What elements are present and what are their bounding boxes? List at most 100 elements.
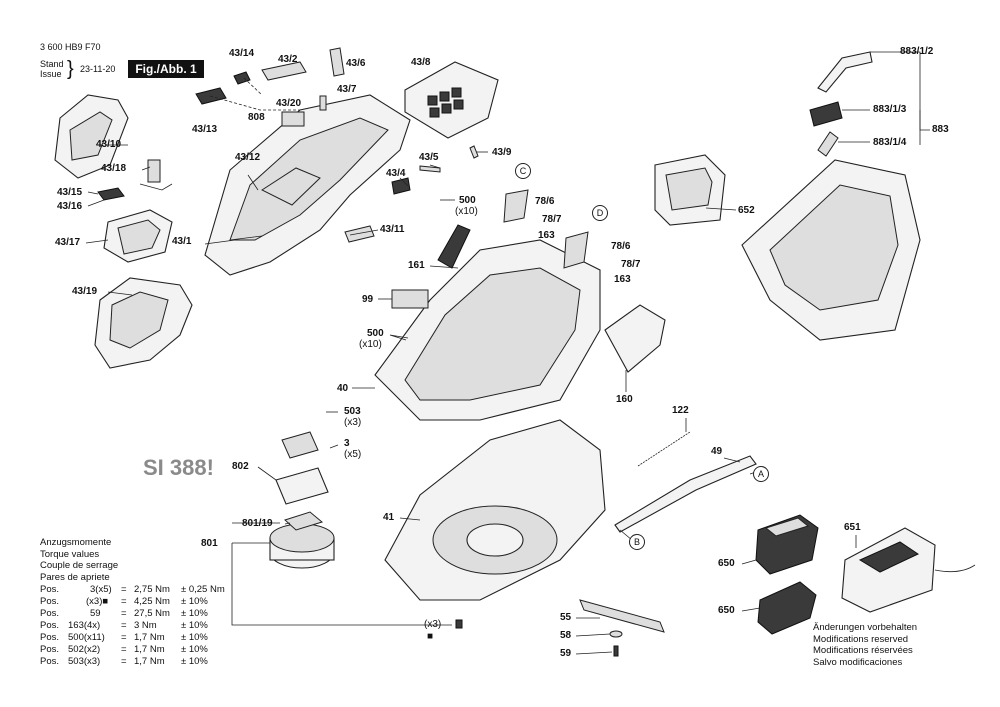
- part-43-6: [329, 47, 345, 77]
- part-55: [579, 599, 665, 633]
- part-651: [841, 527, 976, 613]
- label-99: 99: [362, 294, 374, 305]
- label-43-9: 43/9: [492, 147, 512, 158]
- part-161: [437, 224, 471, 269]
- label-163-c: 163: [538, 230, 555, 241]
- doc-number: 3 600 HB9 F70: [40, 42, 101, 52]
- label-43-13: 43/13: [192, 124, 218, 135]
- note-fr: Modifications réservées: [813, 645, 913, 656]
- label-43-11: 43/11: [380, 224, 405, 235]
- callout-b: B: [629, 534, 645, 550]
- part-883-1-4: [817, 131, 839, 157]
- label-43-1: 43/1: [172, 236, 192, 247]
- part-43-8: [404, 61, 499, 139]
- label-43-5: 43/5: [419, 152, 439, 163]
- issue-label: Issue: [40, 69, 62, 79]
- label-55: 55: [560, 612, 572, 623]
- part-screw-marker: [455, 619, 463, 629]
- label-x5: (x5): [344, 449, 362, 460]
- label-43-6: 43/6: [346, 58, 366, 69]
- callout-a: A: [753, 466, 769, 482]
- torque-heading-es: Pares de apriete: [40, 571, 110, 583]
- label-43-7: 43/7: [337, 84, 357, 95]
- label-49: 49: [711, 446, 723, 457]
- label-808: 808: [248, 112, 265, 123]
- label-x3-b: (x3): [424, 619, 442, 630]
- part-883-1-2: [817, 51, 873, 93]
- part-808: [281, 111, 305, 127]
- label-78-7-d: 78/7: [621, 259, 641, 270]
- label-58: 58: [560, 630, 572, 641]
- label-43-18: 43/18: [101, 163, 127, 174]
- part-49: [614, 455, 757, 533]
- part-43-5: [419, 165, 441, 173]
- label-43-2: 43/2: [278, 54, 298, 65]
- label-square-marker: ■: [427, 631, 434, 642]
- part-40: [374, 239, 601, 421]
- note-es: Salvo modificaciones: [813, 656, 903, 668]
- label-43-17: 43/17: [55, 237, 81, 248]
- brace-glyph: }: [67, 58, 74, 80]
- part-122: [637, 431, 691, 467]
- part-160: [604, 304, 666, 373]
- label-161: 161: [408, 260, 425, 271]
- part-43-14: [233, 71, 251, 85]
- part-78-6-c: [503, 189, 529, 223]
- si-stamp: SI 388!: [143, 455, 214, 480]
- part-883: [741, 159, 921, 341]
- torque-heading-en: Torque values: [40, 548, 100, 560]
- label-652: 652: [738, 205, 755, 216]
- callout-c: C: [515, 163, 531, 179]
- part-43-15: [97, 187, 125, 201]
- part-801-19: [284, 511, 324, 531]
- label-43-8: 43/8: [411, 57, 431, 68]
- issue-date: 23-11-20: [80, 64, 116, 74]
- label-883-1-4: 883/1/4: [873, 137, 907, 148]
- label-43-12: 43/12: [235, 152, 261, 163]
- label-40: 40: [337, 383, 349, 394]
- label-x10-a: (x10): [455, 206, 478, 217]
- label-x3-a: (x3): [344, 417, 362, 428]
- part-652: [654, 154, 726, 226]
- label-651: 651: [844, 522, 861, 533]
- note-de: Änderungen vorbehalten: [813, 622, 918, 633]
- label-43-20: 43/20: [276, 98, 302, 109]
- part-43-4: [391, 177, 411, 195]
- stand-label: Stand: [40, 59, 64, 69]
- part-43-1: [204, 94, 411, 276]
- part-801: [269, 523, 335, 569]
- label-3: 3: [344, 438, 350, 449]
- part-650-a: [755, 514, 819, 575]
- label-650-b: 650: [718, 605, 735, 616]
- part-802: [275, 431, 329, 505]
- label-500-a: 500: [459, 195, 476, 206]
- label-160: 160: [616, 394, 633, 405]
- part-43-20: [319, 95, 327, 111]
- label-43-16: 43/16: [57, 201, 83, 212]
- label-43-19: 43/19: [72, 286, 98, 297]
- label-883: 883: [932, 124, 949, 135]
- label-802: 802: [232, 461, 249, 472]
- part-43-19: [94, 277, 193, 369]
- part-883-1-3: [809, 101, 843, 127]
- part-99: [391, 289, 429, 309]
- label-500-b: 500: [367, 328, 384, 339]
- part-43-18: [139, 159, 173, 191]
- label-41: 41: [383, 512, 395, 523]
- label-883-1-2: 883/1/2: [900, 46, 934, 57]
- part-78-6-d: [563, 231, 589, 269]
- label-78-7-c: 78/7: [542, 214, 562, 225]
- label-78-6-c: 78/6: [535, 196, 555, 207]
- part-43-10: [54, 94, 129, 179]
- figure-label: Fig./Abb. 1: [128, 60, 204, 78]
- part-59: [613, 645, 619, 657]
- part-43-2: [261, 61, 307, 81]
- label-503: 503: [344, 406, 361, 417]
- torque-heading: Anzugsmomente Torque values Couple de se…: [40, 537, 118, 583]
- label-122: 122: [672, 405, 689, 416]
- label-x10-b: (x10): [359, 339, 382, 350]
- label-43-14: 43/14: [229, 48, 255, 59]
- label-59: 59: [560, 648, 572, 659]
- part-43-9: [469, 145, 479, 159]
